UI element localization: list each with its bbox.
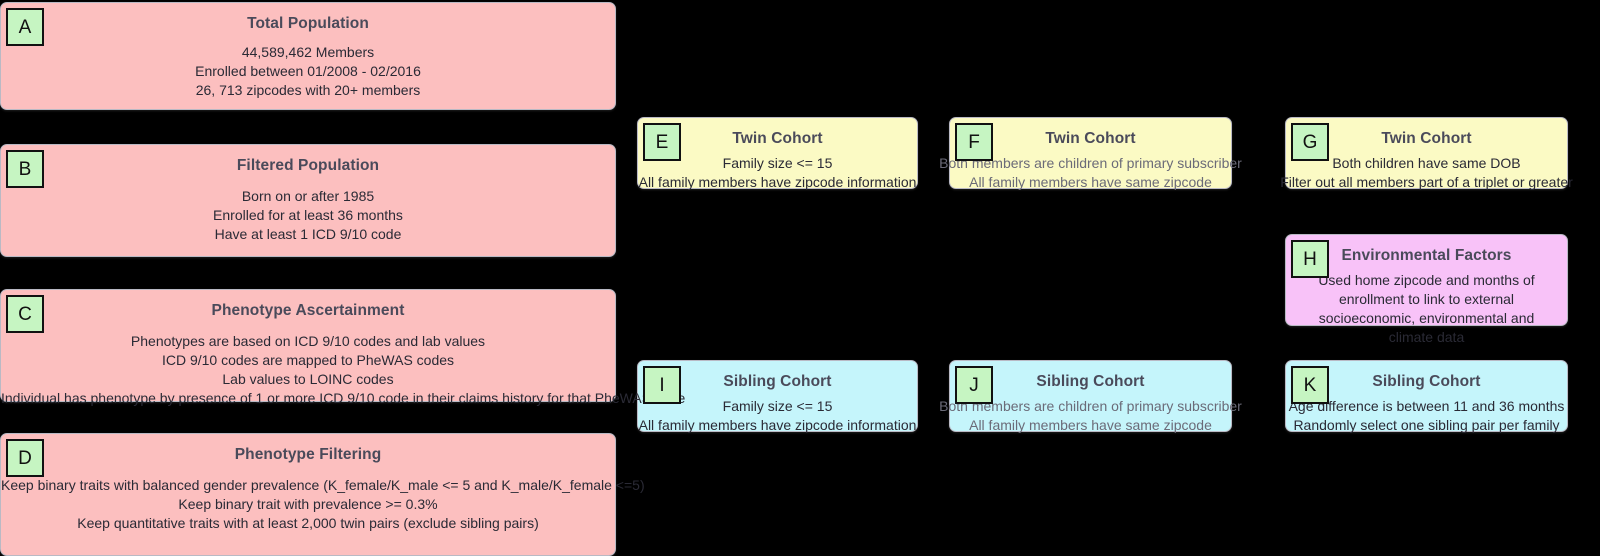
- node-line: All family members have same zipcode: [969, 174, 1212, 190]
- node-badge-a: A: [6, 8, 44, 46]
- node-title-a: Total Population: [247, 15, 369, 32]
- node-body-e: Family size <= 15 All family members hav…: [638, 154, 917, 192]
- node-title-j: Sibling Cohort: [1036, 373, 1145, 390]
- node-line: All family members have same zipcode: [969, 417, 1212, 433]
- node-line: Both members are children of primary sub…: [939, 398, 1242, 414]
- node-line: Filter out all members part of a triplet…: [1280, 174, 1573, 190]
- node-line: Keep binary traits with balanced gender …: [1, 477, 645, 493]
- node-body-d: Keep binary traits with balanced gender …: [1, 476, 645, 533]
- node-title-g: Twin Cohort: [1381, 130, 1472, 147]
- node-e-twin-cohort[interactable]: E Twin Cohort Family size <= 15 All fami…: [637, 117, 918, 192]
- node-a-total-population[interactable]: A Total Population 44,589,462 Members En…: [0, 2, 616, 110]
- node-badge-e: E: [643, 123, 681, 161]
- node-line: Phenotypes are based on ICD 9/10 codes a…: [130, 333, 486, 349]
- node-title-c: Phenotype Ascertainment: [211, 302, 405, 319]
- node-title-e: Twin Cohort: [732, 130, 823, 147]
- node-b-filtered-population[interactable]: B Filtered Population Born on or after 1…: [0, 144, 616, 257]
- node-badge-g: G: [1291, 123, 1329, 161]
- node-line: 26, 713 zipcodes with 20+ members: [195, 82, 421, 98]
- node-body-b: Born on or after 1985 Enrolled for at le…: [1, 187, 615, 244]
- node-h-environmental-factors[interactable]: H Environmental Factors Used home zipcod…: [1285, 234, 1568, 345]
- node-title-d: Phenotype Filtering: [234, 446, 382, 463]
- node-body-c: Phenotypes are based on ICD 9/10 codes a…: [1, 332, 686, 408]
- node-title-f: Twin Cohort: [1045, 130, 1136, 147]
- node-badge-h: H: [1291, 240, 1329, 278]
- node-badge-b: B: [6, 150, 44, 188]
- node-badge-i: I: [643, 366, 681, 404]
- node-body-h: Used home zipcode and months of enrollme…: [1296, 271, 1557, 347]
- node-line: Keep binary trait with prevalence >= 0.3…: [178, 496, 438, 512]
- node-body-i: Family size <= 15 All family members hav…: [638, 397, 917, 435]
- node-title-k: Sibling Cohort: [1372, 373, 1481, 390]
- node-line: Enrolled between 01/2008 - 02/2016: [195, 63, 421, 79]
- node-line: Used home zipcode and months of enrollme…: [1318, 272, 1535, 345]
- node-line: Both members are children of primary sub…: [939, 155, 1242, 171]
- node-body-f: Both members are children of primary sub…: [936, 154, 1245, 192]
- node-line: Both children have same DOB: [1332, 155, 1521, 171]
- node-title-h: Environmental Factors: [1341, 247, 1512, 264]
- node-body-a: 44,589,462 Members Enrolled between 01/2…: [1, 43, 615, 100]
- node-badge-k: K: [1291, 366, 1329, 404]
- node-line: 44,589,462 Members: [241, 44, 375, 60]
- node-line: Lab values to LOINC codes: [222, 371, 394, 387]
- node-line: Have at least 1 ICD 9/10 code: [214, 226, 402, 242]
- node-body-k: Age difference is between 11 and 36 mont…: [1272, 397, 1581, 435]
- node-badge-d: D: [6, 439, 44, 477]
- node-title-i: Sibling Cohort: [723, 373, 832, 390]
- node-line: ICD 9/10 codes are mapped to PheWAS code…: [161, 352, 455, 368]
- node-k-sibling-cohort[interactable]: K Sibling Cohort Age difference is betwe…: [1285, 360, 1568, 433]
- node-line: Family size <= 15: [722, 155, 833, 171]
- node-line: Individual has phenotype by presence of …: [1, 390, 686, 406]
- node-body-g: Both children have same DOB Filter out a…: [1272, 154, 1581, 192]
- node-line: Randomly select one sibling pair per fam…: [1293, 417, 1560, 433]
- node-c-phenotype-ascertainment[interactable]: C Phenotype Ascertainment Phenotypes are…: [0, 289, 685, 406]
- node-badge-c: C: [6, 295, 44, 333]
- node-body-j: Both members are children of primary sub…: [936, 397, 1245, 435]
- node-line: All family members have zipcode informat…: [638, 417, 917, 433]
- node-line: Enrolled for at least 36 months: [213, 207, 403, 223]
- node-line: Born on or after 1985: [241, 188, 375, 204]
- node-g-twin-cohort[interactable]: G Twin Cohort Both children have same DO…: [1280, 117, 1573, 190]
- node-line: Keep quantitative traits with at least 2…: [77, 515, 539, 531]
- node-line: Age difference is between 11 and 36 mont…: [1288, 398, 1565, 414]
- node-line: Family size <= 15: [722, 398, 833, 414]
- node-i-sibling-cohort[interactable]: I Sibling Cohort Family size <= 15 All f…: [637, 360, 918, 435]
- node-d-phenotype-filtering[interactable]: D Phenotype Filtering Keep binary traits…: [0, 433, 645, 556]
- node-j-sibling-cohort[interactable]: J Sibling Cohort Both members are childr…: [939, 360, 1242, 433]
- node-f-twin-cohort[interactable]: F Twin Cohort Both members are children …: [939, 117, 1242, 190]
- node-badge-f: F: [955, 123, 993, 161]
- node-line: All family members have zipcode informat…: [638, 174, 917, 190]
- node-badge-j: J: [955, 366, 993, 404]
- node-title-b: Filtered Population: [236, 157, 380, 174]
